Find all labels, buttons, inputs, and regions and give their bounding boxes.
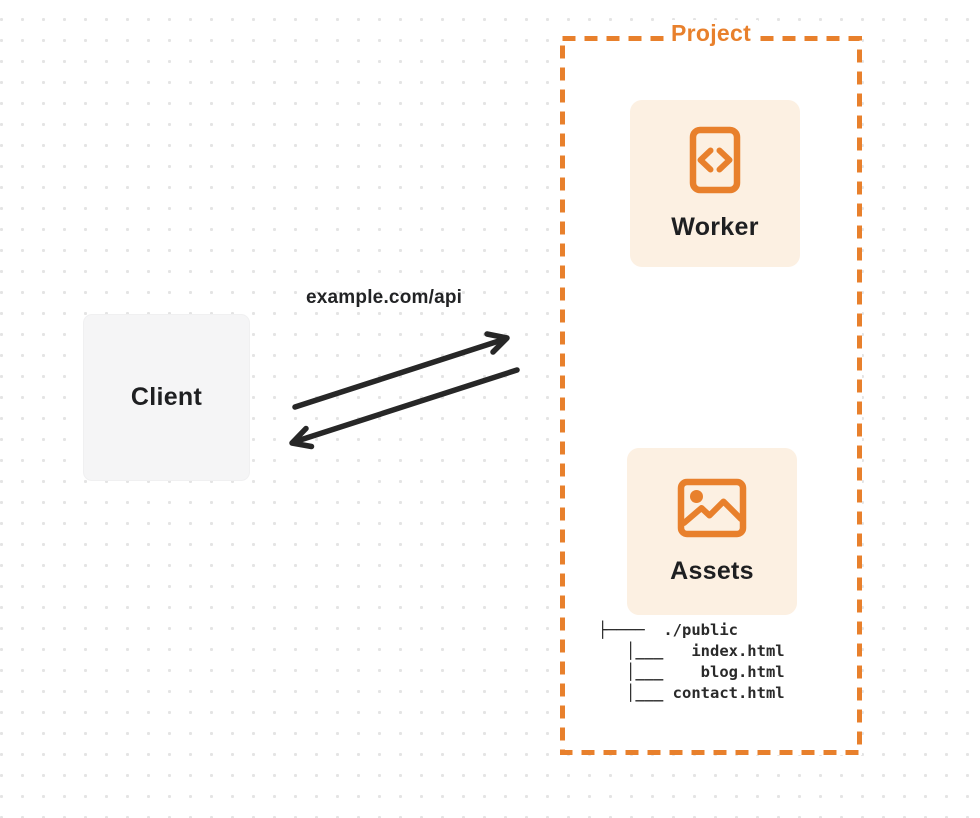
assets-file-tree: ├──── ./public │___ index.html │___ blog…: [598, 621, 785, 702]
assets-card: Assets: [627, 448, 797, 615]
project-label: Project: [663, 20, 759, 47]
assets-label: Assets: [670, 556, 754, 585]
worker-label: Worker: [671, 212, 759, 241]
code-document-icon: [689, 126, 741, 199]
request-url-label: example.com/api: [306, 287, 463, 308]
request-arrow: [292, 331, 510, 410]
image-icon: [677, 478, 747, 543]
response-arrow: [289, 367, 520, 450]
client-label: Client: [130, 383, 203, 411]
client-box: Client: [83, 314, 250, 481]
worker-card: Worker: [630, 100, 800, 267]
project-label-wrap: Project: [560, 20, 862, 47]
